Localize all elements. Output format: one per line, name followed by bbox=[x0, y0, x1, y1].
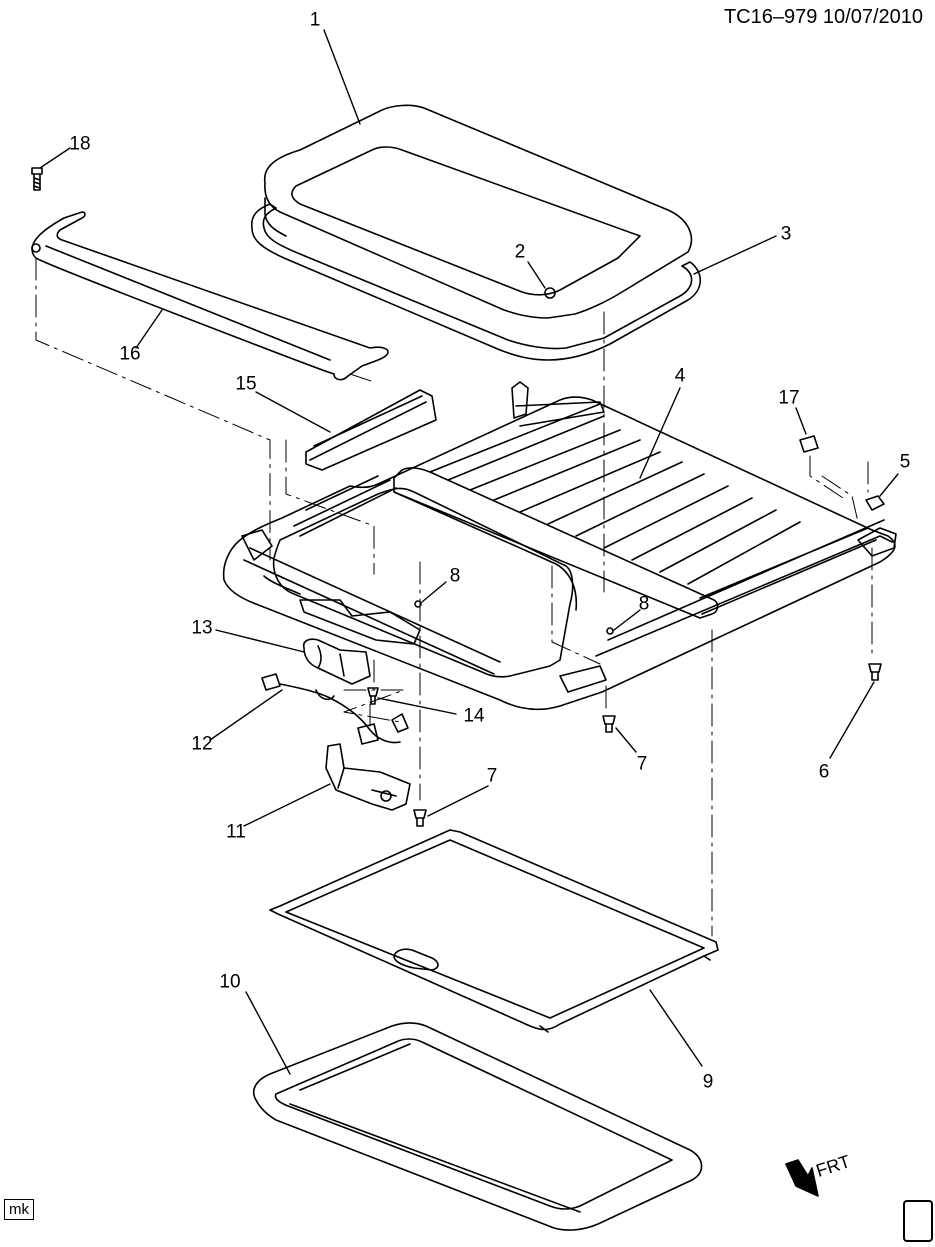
bracket-11 bbox=[325, 743, 411, 811]
callout-4: 4 bbox=[674, 365, 686, 387]
clip-8b bbox=[606, 627, 614, 635]
callout-13: 13 bbox=[191, 617, 213, 639]
wind-deflector-16 bbox=[31, 211, 389, 381]
callout-3: 3 bbox=[780, 223, 792, 245]
callout-11: 11 bbox=[226, 821, 246, 843]
callout-6: 6 bbox=[818, 761, 830, 783]
author-tag: mk bbox=[4, 1199, 34, 1220]
callout-8a: 8 bbox=[449, 565, 461, 587]
wire-harness-12 bbox=[261, 673, 409, 745]
callout-14: 14 bbox=[463, 705, 485, 727]
clip-8a bbox=[414, 600, 422, 608]
clip-5 bbox=[865, 495, 885, 511]
screw-6 bbox=[868, 663, 882, 681]
screw-7b bbox=[413, 809, 427, 827]
sunroof-frame-4 bbox=[222, 381, 897, 711]
callout-18: 18 bbox=[69, 133, 91, 155]
sunshade-9 bbox=[269, 829, 719, 1033]
clip-17 bbox=[799, 435, 819, 453]
callout-5: 5 bbox=[899, 451, 911, 473]
plug-2 bbox=[544, 287, 556, 299]
alignment-lines bbox=[35, 257, 873, 937]
bolt-18 bbox=[31, 167, 43, 191]
callout-7b: 7 bbox=[486, 765, 498, 787]
gm-spo-logo bbox=[903, 1200, 933, 1242]
callout-15: 15 bbox=[235, 373, 257, 395]
rail-part-15 bbox=[305, 389, 437, 471]
callout-8b: 8 bbox=[638, 593, 650, 615]
callout-7a: 7 bbox=[636, 753, 648, 775]
screw-7a bbox=[602, 715, 616, 733]
motor-13 bbox=[302, 638, 371, 685]
callout-16: 16 bbox=[119, 343, 141, 365]
callout-1: 1 bbox=[309, 9, 321, 31]
callout-12: 12 bbox=[191, 733, 213, 755]
callout-2: 2 bbox=[514, 241, 526, 263]
callout-10: 10 bbox=[219, 971, 241, 993]
leader-lines bbox=[39, 29, 899, 1075]
callout-9: 9 bbox=[702, 1071, 714, 1093]
front-direction-arrow bbox=[785, 1159, 819, 1197]
drawing-id: TC16–979 10/07/2010 bbox=[723, 6, 923, 28]
callout-17: 17 bbox=[778, 387, 800, 409]
glass-panel-1 bbox=[264, 104, 693, 319]
trim-frame-10 bbox=[252, 1022, 703, 1231]
screw-14 bbox=[367, 687, 379, 705]
glass-seal-3 bbox=[250, 203, 702, 361]
